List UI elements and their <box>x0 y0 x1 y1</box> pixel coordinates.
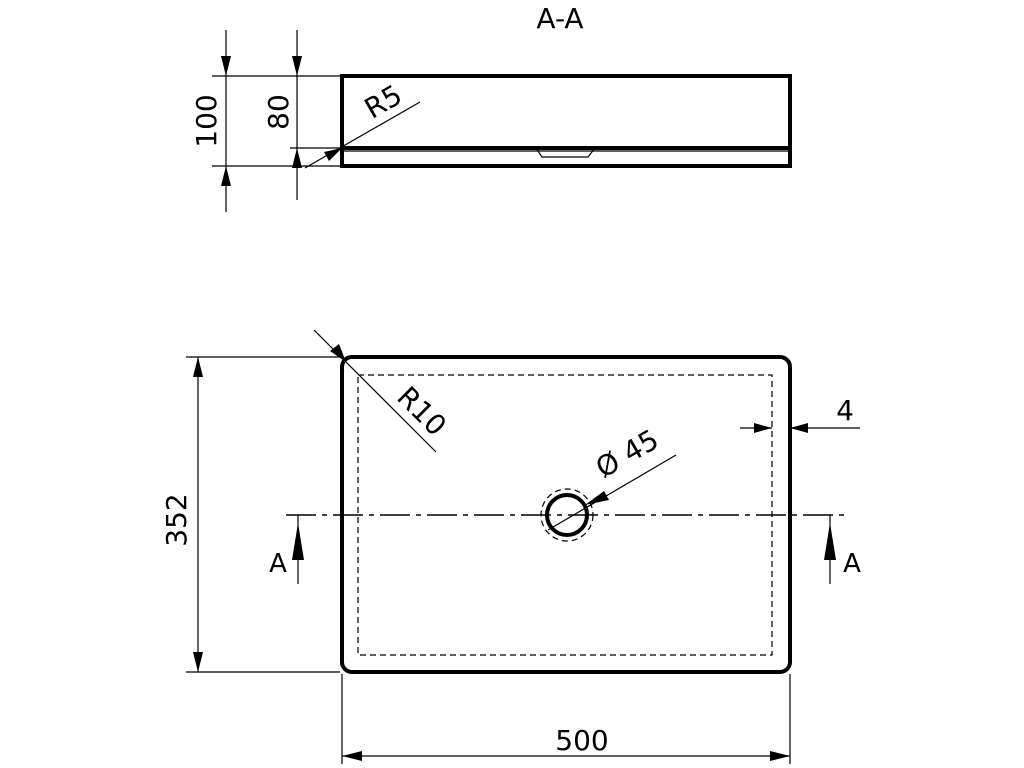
drain-diameter-arrow <box>585 491 609 505</box>
r5-arrow <box>324 148 342 161</box>
width-dim-arrow-right <box>770 751 790 761</box>
dim-80-arrow-top <box>292 56 302 76</box>
dim-100-arrow-top <box>221 56 231 76</box>
r10-arrow <box>330 344 346 362</box>
section-outline <box>340 74 792 168</box>
drain-diameter-leader <box>547 454 677 531</box>
r10-label: R10 <box>391 380 453 442</box>
cut-arrow-left-head <box>292 523 304 560</box>
cut-arrow-right-head <box>824 523 836 560</box>
section-title: A-A <box>536 2 583 35</box>
plan-view: A A R10 Ø 45 4 352 500 <box>160 329 861 764</box>
depth-label: 352 <box>160 493 193 546</box>
dim-80-arrow-bottom <box>292 148 302 168</box>
wall-dim-arrow-right <box>790 423 808 433</box>
width-label: 500 <box>555 724 608 757</box>
r5-label: R5 <box>359 78 408 125</box>
drain-diameter-label: Ø 45 <box>590 423 664 485</box>
cut-label-right: A <box>843 549 861 579</box>
dim-80-label: 80 <box>262 94 295 130</box>
section-view: A-A 100 80 R5 <box>190 2 792 212</box>
depth-dim-arrow-bottom <box>193 652 203 672</box>
dim-100-label: 100 <box>190 94 223 147</box>
r5-leader <box>304 101 421 169</box>
depth-dim-arrow-top <box>193 357 203 377</box>
cut-label-left: A <box>269 549 287 579</box>
section-drain-recess <box>535 147 596 158</box>
dim-100-arrow-bottom <box>221 166 231 186</box>
width-dim-arrow-left <box>342 751 362 761</box>
wall-thickness-label: 4 <box>836 394 854 427</box>
wall-dim-arrow-left <box>754 423 772 433</box>
